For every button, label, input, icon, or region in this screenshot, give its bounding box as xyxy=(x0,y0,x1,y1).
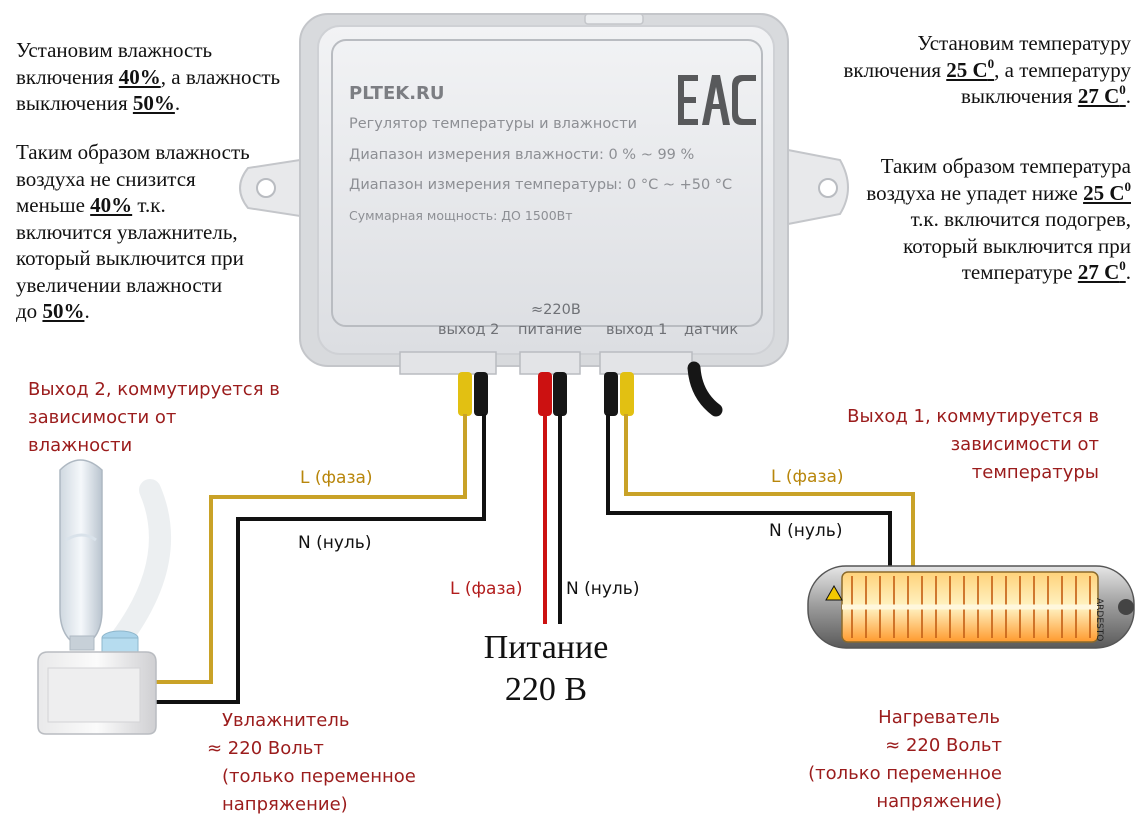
label-out2-phase: L (фаза) xyxy=(300,468,373,488)
device-temp-range: Диапазон измерения температуры: 0 °C ~ +… xyxy=(349,177,733,193)
wire-out2-neutral xyxy=(156,414,486,704)
wire-out2-phase xyxy=(156,414,467,684)
heater-caption: Нагреватель ≈ 220 Вольт (только переменн… xyxy=(808,707,1002,812)
controller-box xyxy=(239,13,849,375)
temperature-settings-note: Установим температуру включения 25 С0, а… xyxy=(843,31,1131,108)
humidifier-illustration xyxy=(37,459,171,735)
port-label-out1: выход 1 xyxy=(606,322,668,338)
port-label-power: питание xyxy=(518,322,583,338)
port-label-power-voltage: ≈220В xyxy=(531,302,581,318)
humidity-explanation: Таким образом влажность воздуха не снизи… xyxy=(16,140,250,323)
humidifier-caption: Увлажнитель ≈ 220 Вольт (только переменн… xyxy=(207,710,416,815)
label-out1-neutral: N (нуль) xyxy=(769,521,843,541)
label-mains-phase: L (фаза) xyxy=(450,579,523,599)
eac-mark xyxy=(678,75,756,125)
temperature-explanation: Таким образом температура воздуха не упа… xyxy=(866,154,1131,284)
port-label-out2: выход 2 xyxy=(438,322,500,338)
wire-out1-phase xyxy=(624,414,915,566)
wires xyxy=(156,414,915,704)
output2-note: Выход 2, коммутируется в зависимости от … xyxy=(28,379,280,456)
label-out2-neutral: N (нуль) xyxy=(298,533,372,553)
wire-out1-neutral xyxy=(606,414,892,566)
output1-note: Выход 1, коммутируется в зависимости от … xyxy=(847,406,1099,483)
mains-label: Питание 220 В xyxy=(483,629,609,708)
humidity-settings-note: Установим влажность включения 40%, а вла… xyxy=(16,38,281,115)
cable-stubs xyxy=(458,361,723,417)
label-mains-neutral: N (нуль) xyxy=(566,579,640,599)
label-out1-phase: L (фаза) xyxy=(771,467,844,487)
device-brand: PLTEK.RU xyxy=(349,83,445,104)
device-humidity-range: Диапазон измерения влажности: 0 % ~ 99 % xyxy=(349,147,695,163)
device-title: Регулятор температуры и влажности xyxy=(349,116,638,132)
heater-brand: ARDESTO xyxy=(1094,598,1104,642)
device-power: Суммарная мощность: ДО 1500Вт xyxy=(349,208,573,223)
port-label-sensor: датчик xyxy=(684,322,739,338)
heater-illustration xyxy=(807,565,1135,649)
